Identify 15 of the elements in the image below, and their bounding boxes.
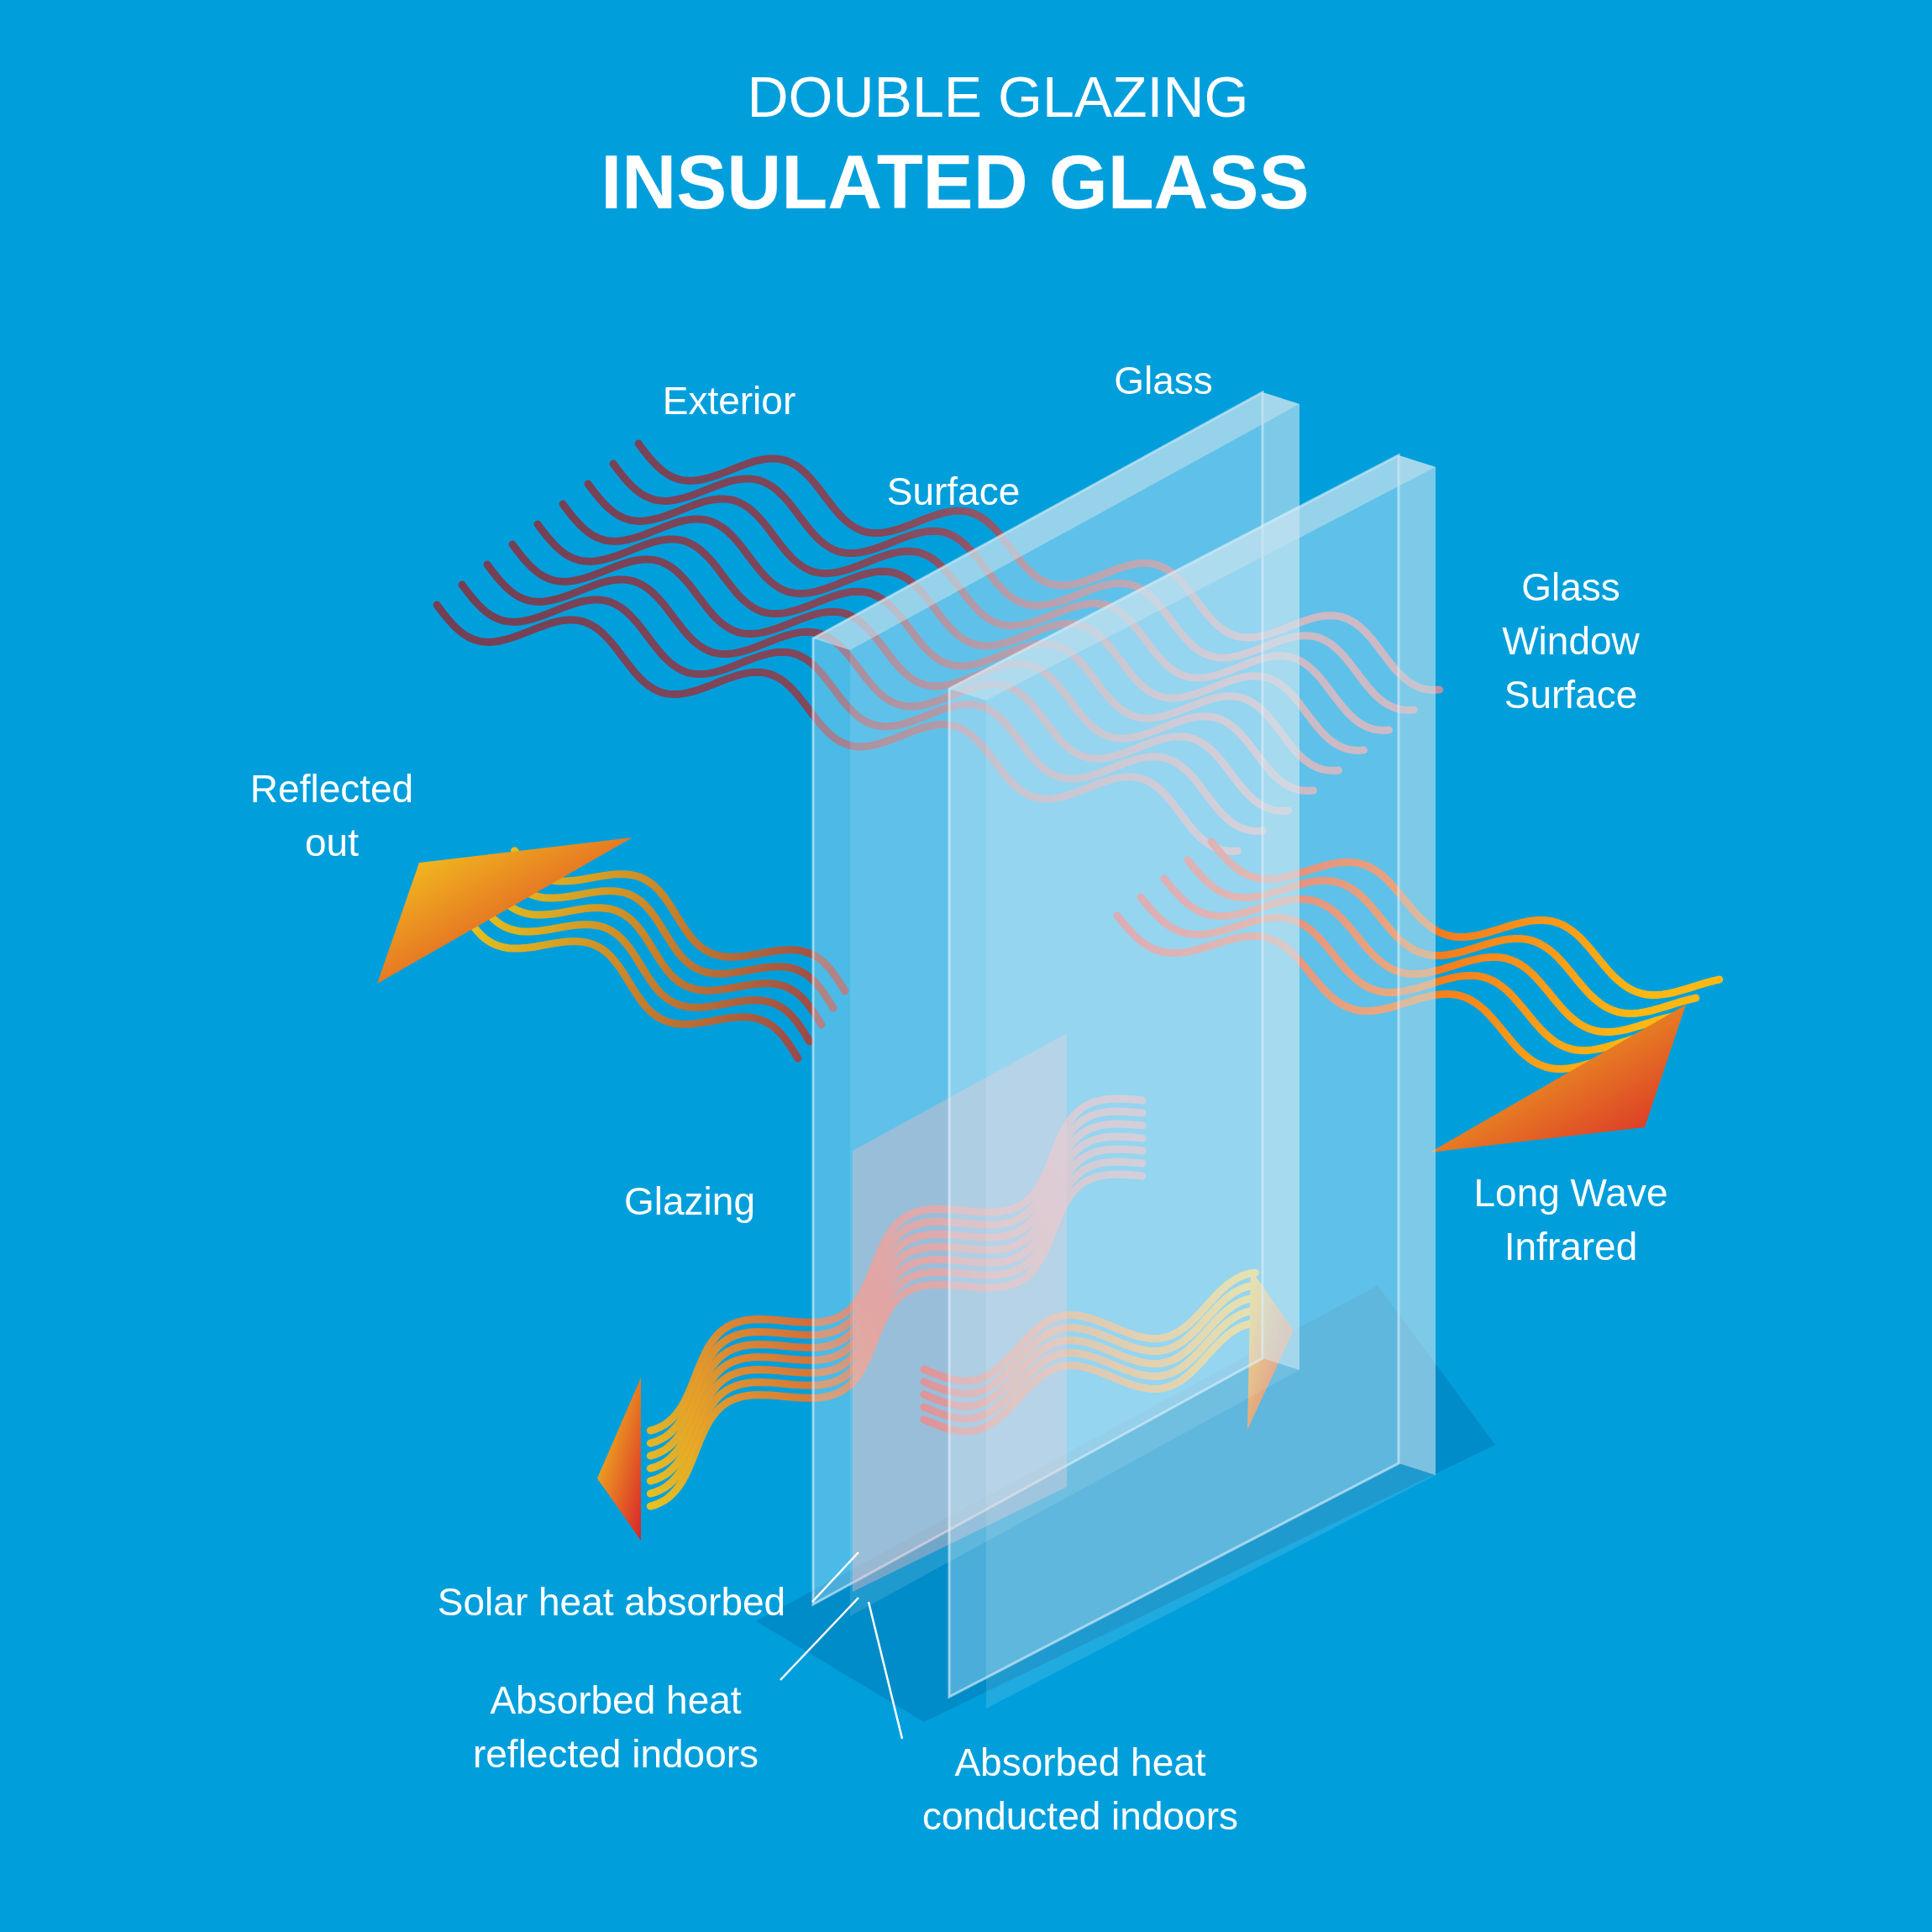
part-label: Reflected out: [249, 766, 415, 866]
subtitle: INSULATED GLASS: [600, 139, 1310, 226]
leader-line: [811, 1551, 859, 1603]
part-label: Exterior: [661, 377, 797, 424]
part-label: Glazing: [623, 1178, 756, 1225]
callout-label: Absorbed heat reflected indoors: [448, 1673, 784, 1781]
title: DOUBLE GLAZING: [747, 64, 1249, 130]
part-label: Glass: [1113, 357, 1214, 404]
leader-line: [867, 1601, 904, 1740]
part-label: Surface: [885, 468, 1021, 515]
leader-line: [780, 1597, 859, 1681]
part-label: Glass Window Surface: [1501, 564, 1641, 718]
part-label: Long Wave Infrared: [1473, 1170, 1669, 1270]
callout-label: Absorbed heat conducted indoors: [895, 1735, 1265, 1843]
callout-label: Solar heat absorbed: [414, 1575, 809, 1629]
